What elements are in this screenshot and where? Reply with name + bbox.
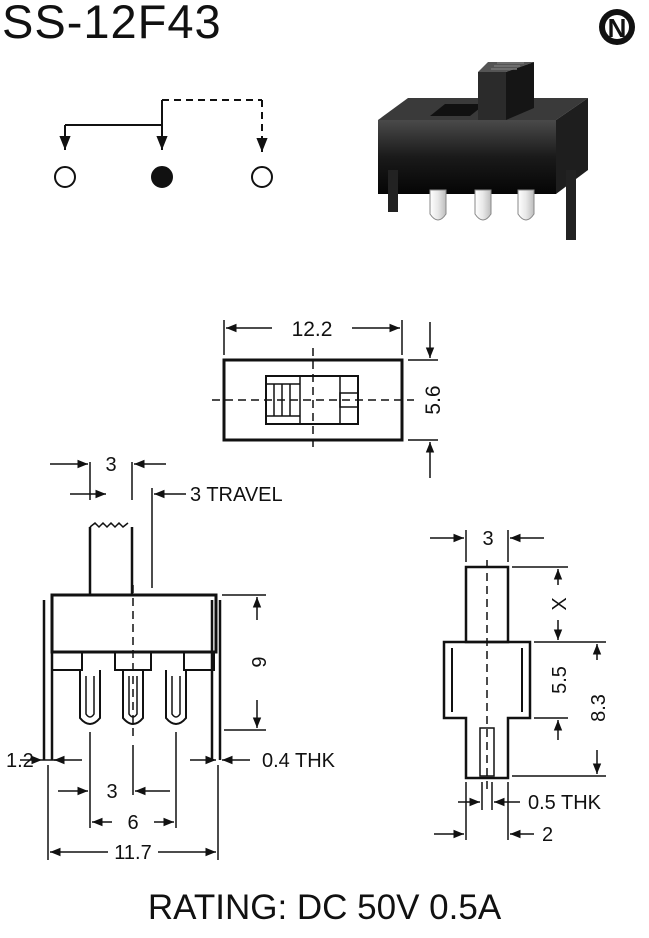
switch-schematic: [54, 99, 273, 188]
front-view: [20, 459, 266, 860]
dim-top-length: 12.2: [292, 318, 333, 341]
dim-front-pin-offset: 1.2: [6, 750, 34, 772]
dim-front-overall-length: 11.7: [114, 842, 151, 864]
dim-side-actuator-width: 3: [482, 528, 493, 550]
dim-side-body-width: 2: [542, 824, 553, 846]
dim-front-pin-thickness: 0.4 THK: [262, 750, 336, 772]
dim-side-body-height: 5.5: [549, 666, 571, 694]
dim-front-pin-pitch: 3: [106, 781, 117, 803]
brand-logo-letter: N: [608, 13, 627, 43]
side-view: [430, 530, 606, 840]
part-number-title: SS-12F43: [2, 0, 222, 48]
dim-side-total-height: 8.3: [588, 694, 610, 722]
switch-product-illustration: [378, 62, 588, 240]
brand-logo: N: [599, 9, 635, 45]
rating-label: RATING: DC 50V 0.5A: [147, 888, 502, 927]
dim-front-pin-span: 6: [127, 812, 138, 834]
dim-top-width: 5.6: [422, 385, 445, 414]
dim-side-pin-thickness: 0.5 THK: [528, 792, 602, 814]
dim-side-actuator-height: X: [549, 597, 571, 610]
top-view: [212, 320, 438, 478]
dim-front-actuator-width: 3: [105, 454, 116, 476]
dim-front-height: 9: [249, 656, 271, 667]
dim-front-travel: 3 TRAVEL: [190, 484, 283, 506]
